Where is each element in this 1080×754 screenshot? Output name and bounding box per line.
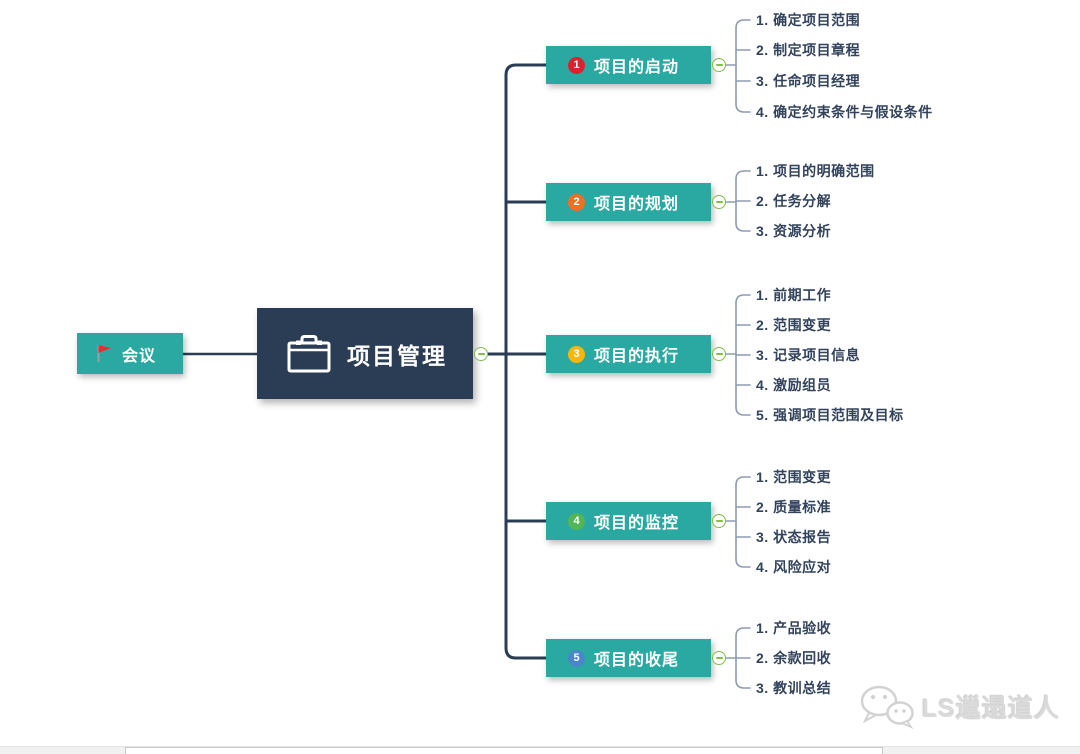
branch-number-badge: 5 [568, 649, 585, 667]
minus-icon [715, 353, 723, 355]
subtree-connector-branch2 [725, 170, 751, 232]
branch-label: 项目的监控 [594, 515, 680, 532]
branch-number-badge: 2 [568, 193, 585, 211]
branch-label: 项目的规划 [594, 196, 680, 213]
branch-node-monitoring[interactable]: 4 项目的监控 [546, 502, 711, 540]
branch-label: 项目的启动 [594, 59, 680, 76]
watermark: LS邋遢道人 [858, 684, 1060, 730]
branch-label: 项目的收尾 [594, 652, 680, 669]
subtopic-item[interactable]: 5. 强调项目范围及目标 [756, 407, 904, 423]
collapse-button-branch3[interactable] [712, 347, 726, 361]
collapse-button-root[interactable] [474, 347, 488, 361]
subtopic-item[interactable]: 3. 记录项目信息 [756, 347, 861, 363]
bottom-window-edge [0, 746, 1080, 754]
subtopic-item[interactable]: 2. 制定项目章程 [756, 42, 861, 58]
subtopic-item[interactable]: 2. 范围变更 [756, 317, 832, 333]
subtree-connector-branch3 [725, 294, 751, 416]
meeting-node-label: 会议 [122, 347, 157, 365]
minus-icon [715, 520, 723, 522]
wechat-icon [858, 684, 916, 730]
subtopic-item[interactable]: 4. 风险应对 [756, 559, 832, 575]
bottom-window-edge-tab [125, 747, 883, 754]
flag-icon [97, 344, 112, 363]
subtopic-item[interactable]: 1. 前期工作 [756, 287, 832, 303]
minus-icon [715, 201, 723, 203]
collapse-button-branch1[interactable] [712, 58, 726, 72]
branch-label: 项目的执行 [594, 348, 680, 365]
briefcase-icon [283, 332, 335, 376]
branch-number-badge: 1 [568, 56, 585, 74]
meeting-node[interactable]: 会议 [77, 333, 183, 374]
branch-node-initiation[interactable]: 1 项目的启动 [546, 46, 711, 84]
subtopic-item[interactable]: 3. 资源分析 [756, 223, 832, 239]
branch-node-closing[interactable]: 5 项目的收尾 [546, 639, 711, 677]
subtopic-item[interactable]: 3. 任命项目经理 [756, 73, 861, 89]
collapse-button-branch5[interactable] [712, 651, 726, 665]
subtopic-item[interactable]: 1. 范围变更 [756, 469, 832, 485]
collapse-button-branch2[interactable] [712, 195, 726, 209]
branch-node-planning[interactable]: 2 项目的规划 [546, 183, 711, 221]
subtopic-item[interactable]: 4. 激励组员 [756, 377, 832, 393]
minus-icon [477, 353, 485, 355]
subtopic-item[interactable]: 1. 项目的明确范围 [756, 163, 875, 179]
subtree-connector-branch4 [725, 476, 751, 568]
branch-number-badge: 4 [568, 512, 585, 530]
subtopic-item[interactable]: 2. 任务分解 [756, 193, 832, 209]
subtopic-item[interactable]: 1. 产品验收 [756, 620, 832, 636]
minus-icon [715, 657, 723, 659]
subtopic-item[interactable]: 2. 质量标准 [756, 499, 832, 515]
subtopic-item[interactable]: 3. 教训总结 [756, 680, 832, 696]
subtree-connector-branch1 [725, 19, 751, 113]
watermark-text: LS邋遢道人 [922, 695, 1060, 723]
subtopic-item[interactable]: 1. 确定项目范围 [756, 12, 861, 28]
minus-icon [715, 64, 723, 66]
root-node[interactable]: 项目管理 [257, 308, 473, 399]
subtree-connector-branch5 [725, 627, 751, 689]
root-node-label: 项目管理 [347, 342, 447, 369]
connector-trunk [504, 63, 548, 660]
collapse-button-branch4[interactable] [712, 514, 726, 528]
branch-number-badge: 3 [568, 345, 585, 363]
subtopic-item[interactable]: 2. 余款回收 [756, 650, 832, 666]
subtopic-item[interactable]: 4. 确定约束条件与假设条件 [756, 104, 933, 120]
subtopic-item[interactable]: 3. 状态报告 [756, 529, 832, 545]
branch-node-execution[interactable]: 3 项目的执行 [546, 335, 711, 373]
